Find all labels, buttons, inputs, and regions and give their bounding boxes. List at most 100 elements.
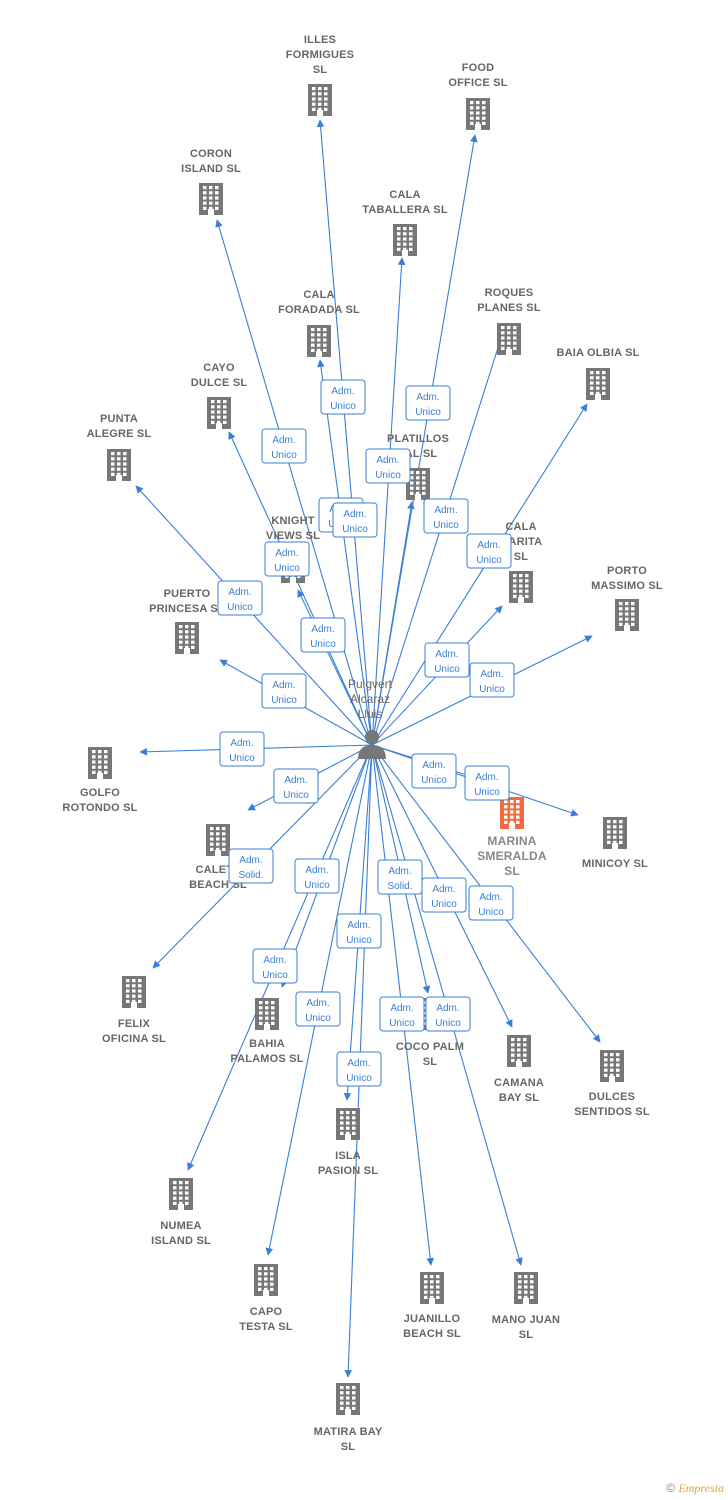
company-label[interactable]: PUNTA: [100, 413, 138, 425]
company-label[interactable]: ILLES: [304, 34, 336, 46]
company-label[interactable]: SL: [423, 1056, 438, 1068]
building-icon: [600, 1050, 624, 1082]
company-label[interactable]: CAMANA: [494, 1077, 544, 1089]
company-label[interactable]: DULCE SL: [191, 377, 248, 389]
company-label[interactable]: PASION SL: [318, 1165, 378, 1177]
company-node-cayo-dulce[interactable]: CAYO DULCE SL: [191, 362, 248, 429]
relation-badge-baia-olbia: Adm.Unico: [466, 533, 512, 569]
company-label[interactable]: MINICOY SL: [582, 858, 648, 870]
company-node-felix-oficina[interactable]: FELIX OFICINA SL: [102, 976, 166, 1045]
relation-badge-felix-oficina: Adm.Solid.: [228, 848, 274, 884]
relation-badge-caleta-beach: Adm.Unico: [273, 768, 319, 804]
company-label[interactable]: CALA: [303, 289, 334, 301]
company-label[interactable]: JUANILLO: [404, 1313, 461, 1325]
company-label[interactable]: ROTONDO SL: [62, 802, 137, 814]
person-icon: [365, 730, 379, 744]
building-icon: [175, 622, 199, 654]
company-label[interactable]: SENTIDOS SL: [574, 1106, 650, 1118]
company-label[interactable]: PRINCESA SL: [149, 603, 225, 615]
company-node-numea-island[interactable]: NUMEA ISLAND SL: [151, 1178, 211, 1247]
company-label[interactable]: FORMIGUES: [286, 49, 354, 61]
company-label[interactable]: GOLFO: [80, 787, 120, 799]
company-label[interactable]: SL: [504, 864, 520, 878]
company-label[interactable]: ALEGRE SL: [87, 428, 152, 440]
company-label[interactable]: VIEWS SL: [266, 530, 320, 542]
company-label[interactable]: PORTO: [607, 565, 647, 577]
badge-label: Unico: [421, 775, 447, 786]
badge-label: Adm.: [284, 775, 307, 786]
company-node-food-office[interactable]: FOOD OFFICE SL: [448, 62, 507, 130]
company-label[interactable]: OFICINA SL: [102, 1033, 166, 1045]
badge-label: Unico: [415, 407, 441, 418]
company-label[interactable]: FORADADA SL: [278, 304, 360, 316]
company-node-isla-pasion[interactable]: ISLA PASION SL: [318, 1108, 378, 1177]
company-label[interactable]: BAIA OLBIA SL: [556, 347, 639, 359]
company-label[interactable]: PALAMOS SL: [230, 1053, 303, 1065]
company-node-cala-foradada[interactable]: CALA FORADADA SL: [278, 289, 360, 357]
company-label[interactable]: SL: [341, 1441, 356, 1453]
company-label[interactable]: COCO PALM: [396, 1041, 464, 1053]
company-label[interactable]: CORON: [190, 148, 232, 160]
company-label[interactable]: KNIGHT: [271, 515, 314, 527]
company-node-capo-testa[interactable]: CAPO TESTA SL: [239, 1264, 293, 1333]
person-label[interactable]: Puigvert: [348, 677, 393, 691]
company-label[interactable]: FELIX: [118, 1018, 151, 1030]
company-node-roques-planes[interactable]: ROQUES PLANES SL: [477, 287, 541, 355]
badge-label: Unico: [342, 524, 368, 535]
relation-badge-dulces-sentidos: Adm.Unico: [468, 885, 514, 921]
company-label[interactable]: DULCES: [589, 1091, 635, 1103]
building-icon: [466, 98, 490, 130]
company-label[interactable]: TABALLERA SL: [362, 204, 448, 216]
company-label[interactable]: FOOD: [462, 62, 495, 74]
company-label[interactable]: MASSIMO SL: [591, 580, 663, 592]
company-label[interactable]: NUMEA: [160, 1220, 201, 1232]
company-label[interactable]: MATIRA BAY: [314, 1426, 383, 1438]
company-node-cala-taballera[interactable]: CALA TABALLERA SL: [362, 189, 448, 256]
company-node-mano-juan[interactable]: MANO JUAN SL: [492, 1272, 560, 1341]
company-label[interactable]: ROQUES: [485, 287, 534, 299]
badge-label: Adm.: [436, 1003, 459, 1014]
company-node-coron-island[interactable]: CORON ISLAND SL: [181, 148, 241, 215]
company-label[interactable]: CAPO: [250, 1306, 283, 1318]
company-label[interactable]: SL: [519, 1329, 534, 1341]
badge-label: Unico: [310, 639, 336, 650]
company-label[interactable]: SL: [313, 64, 328, 76]
company-label[interactable]: SL: [514, 551, 529, 563]
company-label[interactable]: ISLAND SL: [151, 1235, 211, 1247]
company-label[interactable]: MANO JUAN: [492, 1314, 560, 1326]
company-node-bahia-palamos[interactable]: BAHIA PALAMOS SL: [230, 998, 304, 1065]
company-node-golfo-rotondo[interactable]: GOLFO ROTONDO SL: [62, 747, 137, 814]
company-node-illes-formigues[interactable]: ILLES FORMIGUES SL: [286, 34, 354, 116]
company-label[interactable]: PLANES SL: [477, 302, 541, 314]
company-node-punta-alegre[interactable]: PUNTA ALEGRE SL: [87, 413, 152, 481]
company-node-minicoy[interactable]: MINICOY SL: [582, 817, 648, 870]
company-node-camana-bay[interactable]: CAMANA BAY SL: [494, 1035, 544, 1104]
company-node-dulces-sentidos[interactable]: DULCES SENTIDOS SL: [574, 1050, 650, 1118]
company-label[interactable]: ISLA: [335, 1150, 361, 1162]
footer-brand[interactable]: © Empresia: [666, 1481, 724, 1496]
company-node-puerto-princesa[interactable]: PUERTO PRINCESA SL: [149, 588, 225, 654]
company-node-baia-olbia[interactable]: BAIA OLBIA SL: [556, 347, 639, 400]
company-node-porto-massimo[interactable]: PORTO MASSIMO SL: [591, 565, 663, 631]
company-label[interactable]: SMERALDA: [477, 849, 547, 863]
company-label[interactable]: BAHIA: [249, 1038, 285, 1050]
company-label[interactable]: TESTA SL: [239, 1321, 293, 1333]
company-label[interactable]: PUERTO: [164, 588, 211, 600]
company-label[interactable]: MARINA: [487, 834, 536, 848]
company-label[interactable]: BAY SL: [499, 1092, 539, 1104]
company-label[interactable]: CALA: [389, 189, 420, 201]
person-label[interactable]: Lluis: [358, 707, 383, 721]
company-label[interactable]: PLATILLOS: [387, 433, 449, 445]
building-icon: [615, 599, 639, 631]
company-label[interactable]: ISLAND SL: [181, 163, 241, 175]
company-label[interactable]: OFFICE SL: [448, 77, 507, 89]
badge-label: Adm.: [435, 649, 458, 660]
company-node-matira-bay[interactable]: MATIRA BAY SL: [314, 1383, 383, 1453]
company-label[interactable]: CALA: [505, 521, 536, 533]
person-label[interactable]: Alcaraz: [350, 692, 390, 706]
company-label[interactable]: CAYO: [203, 362, 235, 374]
company-label[interactable]: BEACH SL: [403, 1328, 461, 1340]
company-node-juanillo-beach[interactable]: JUANILLO BEACH SL: [403, 1272, 461, 1340]
